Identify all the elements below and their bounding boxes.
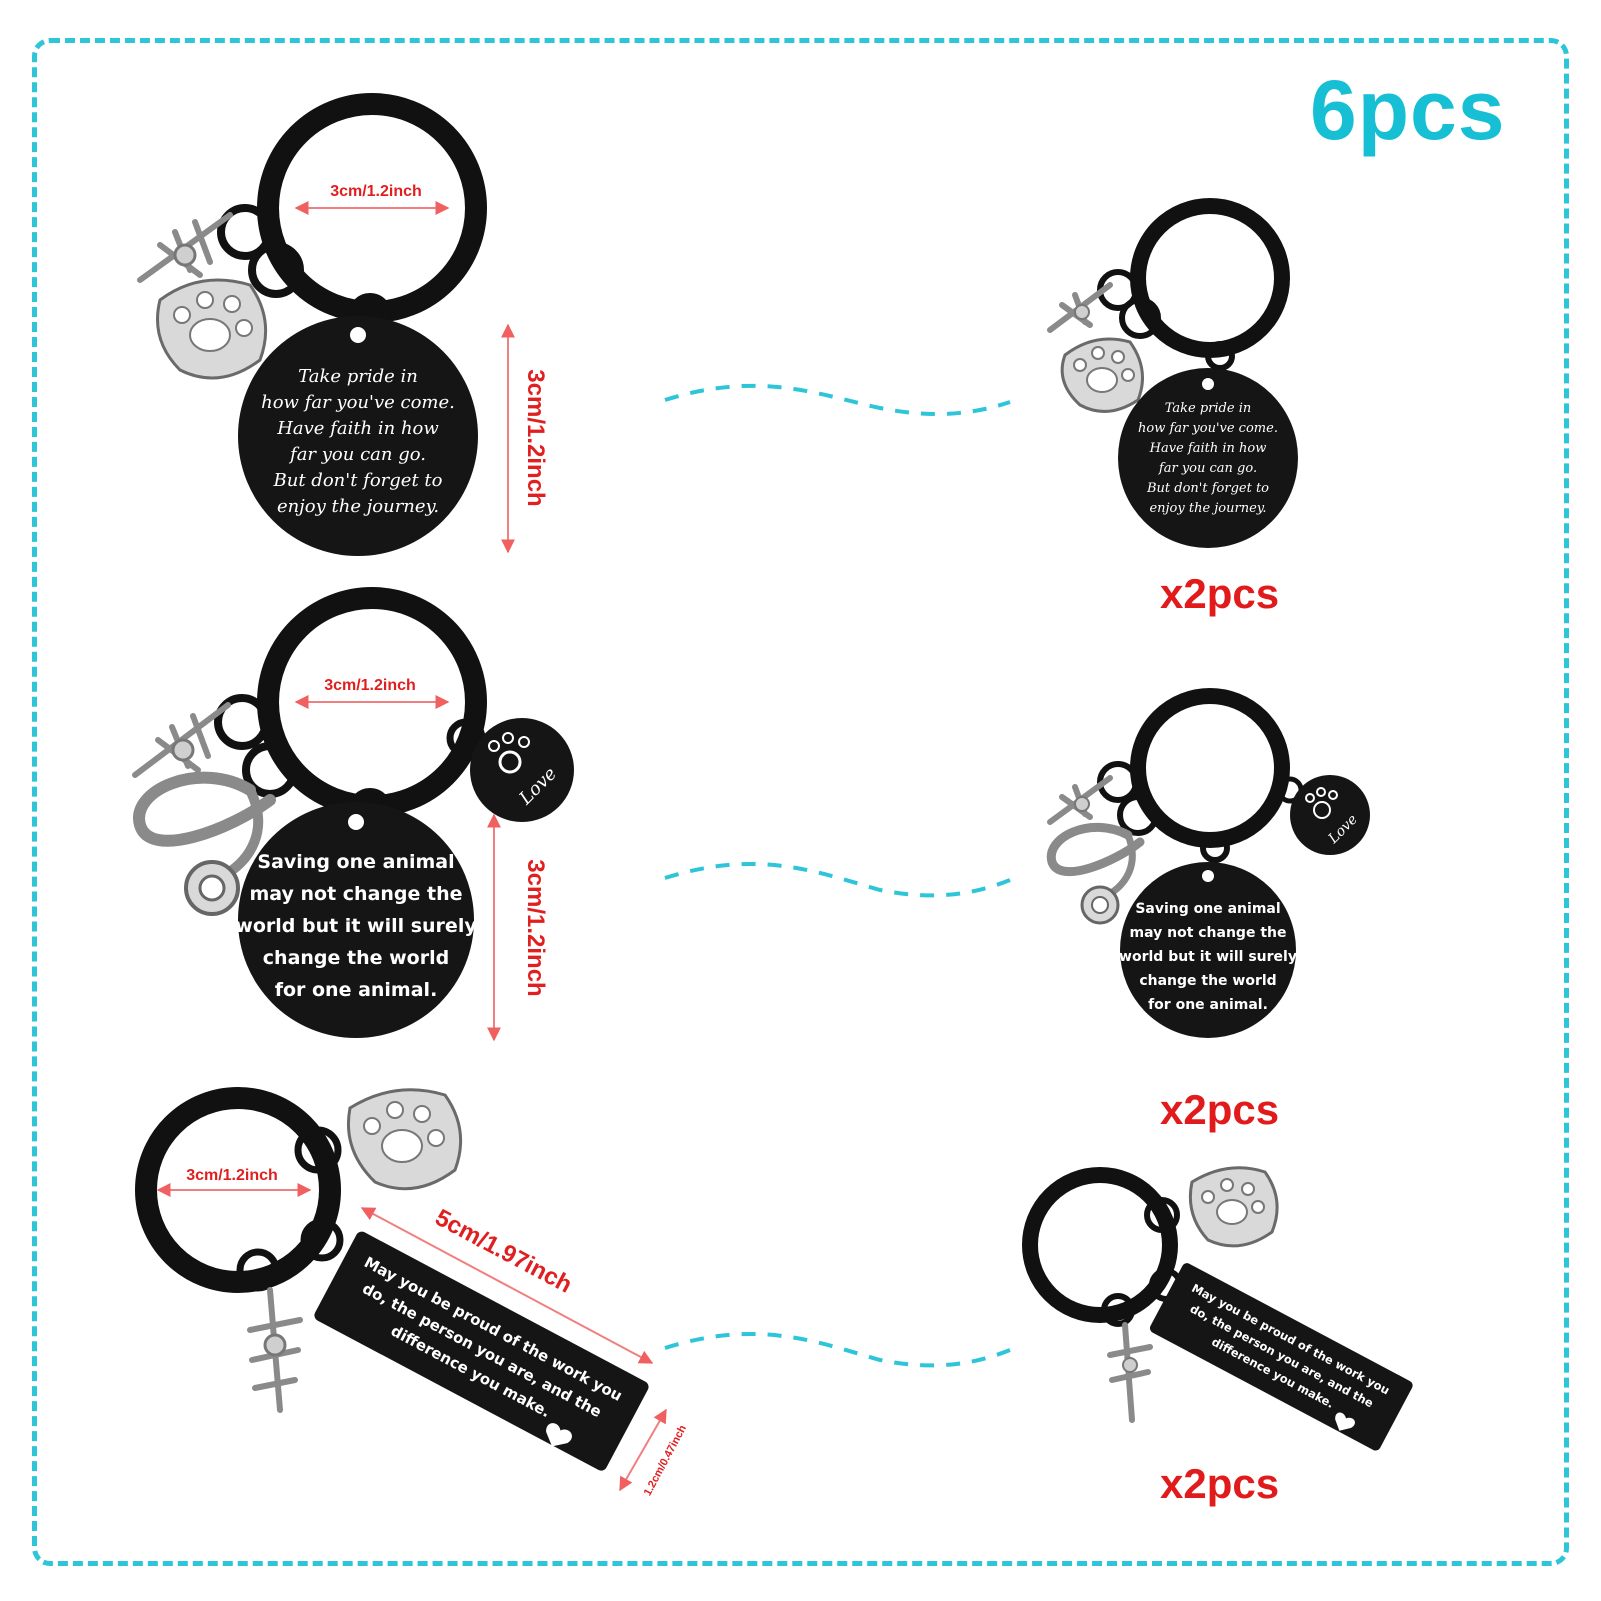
vet-caduceus-charm (137, 212, 233, 283)
paw-charm (156, 278, 268, 380)
tag-hole (350, 327, 366, 343)
jump-ring (1119, 297, 1161, 339)
keychain-2-large: Love Saving one animal may not change the… (132, 587, 574, 1042)
jump-ring (248, 242, 304, 298)
jump-ring (1200, 833, 1230, 863)
tag-engraving: Take pride in how far you've come. Have fa… (261, 366, 455, 517)
tag-text-line: may not change the (249, 883, 462, 905)
split-ring (1022, 1167, 1178, 1323)
tag-text-line: Take pride in (298, 366, 418, 387)
tag-text-line: may not change the (1130, 925, 1287, 941)
ring-size-label: 3cm/1.2inch (330, 183, 422, 200)
stethoscope-charm (133, 771, 276, 916)
tag-text-line: for one animal. (275, 979, 438, 1001)
round-tag (1118, 368, 1298, 548)
tag-text-line: Take pride in (1165, 401, 1252, 416)
connector-wave-2 (664, 862, 1011, 898)
jump-ring (300, 1218, 344, 1262)
jump-ring (1101, 1293, 1135, 1327)
round-tag (238, 802, 474, 1038)
keychain-1-large: Take pride in how far you've come. Have fa… (137, 93, 549, 556)
round-tag (1120, 862, 1296, 1038)
paw-charm (1188, 1166, 1279, 1248)
tag-text-line: Saving one animal (1135, 901, 1280, 917)
tag-text-line: But don't forget to (273, 470, 443, 491)
tag-text-line: for one animal. (1148, 997, 1268, 1013)
quantity-label-2: x2pcs (1160, 1086, 1280, 1133)
split-ring (257, 93, 487, 323)
tag-text-line: But don't forget to (1146, 481, 1269, 496)
paw-charm (1060, 337, 1144, 413)
vet-caduceus-charm (247, 1287, 303, 1413)
connector-wave-3 (664, 1332, 1011, 1368)
bar-length-arrow (360, 1207, 654, 1364)
tag-text-line: far you can go. (288, 444, 426, 465)
tag-size-label: 3cm/1.2inch (522, 369, 549, 506)
vet-caduceus-charm (1047, 282, 1113, 333)
love-paw-charm: Love (470, 718, 574, 822)
split-ring (1130, 688, 1290, 848)
tag-text-line: change the world (263, 947, 449, 969)
jump-ring (242, 742, 298, 798)
split-ring (135, 1087, 341, 1293)
tag-text-line: change the world (1139, 973, 1276, 989)
jump-ring (1144, 1197, 1180, 1233)
love-paw-charm: Love (1290, 775, 1370, 855)
tag-text-line: how far you've come. (261, 392, 455, 413)
keychain-2-small: Love Saving one animal may not change the… (1046, 688, 1370, 1038)
tag-text-line: Have faith in how (276, 418, 439, 439)
jump-ring (1205, 341, 1235, 371)
tag-hole (1202, 378, 1214, 390)
jump-ring (294, 1126, 342, 1174)
quantity-label-3: x2pcs (1160, 1460, 1280, 1507)
keychain-1-small: Take pride in how far you've come. Have fa… (1047, 198, 1298, 548)
tag-text-line: Have faith in how (1149, 441, 1267, 456)
stethoscope-charm (1046, 822, 1145, 925)
split-ring (1130, 198, 1290, 358)
jump-ring (214, 694, 270, 750)
ring-size-label: 3cm/1.2inch (186, 1167, 278, 1184)
vet-caduceus-charm (132, 702, 231, 778)
vet-caduceus-charm (1047, 775, 1113, 825)
tag-size-label: 3cm/1.2inch (522, 859, 549, 996)
vet-caduceus-charm (1107, 1322, 1153, 1423)
tag-text-line: Saving one animal (257, 851, 454, 873)
tag-text-line: world but it will surely (235, 915, 477, 937)
bar-width-label: 1.2cm/0.47inch (642, 1423, 689, 1498)
tag-text-line: how far you've come. (1138, 421, 1278, 436)
tag-text-line: far you can go. (1158, 461, 1257, 476)
tag-hole (1202, 870, 1214, 882)
tag-text-line: enjoy the journey. (277, 496, 439, 517)
tag-engraving: Saving one animal may not change the world… (235, 851, 477, 1001)
heart-icon (1335, 1412, 1355, 1431)
jump-ring (1117, 794, 1159, 836)
bar-width-arrow (619, 1408, 667, 1492)
jump-ring (217, 204, 273, 260)
ring-size-label: 3cm/1.2inch (324, 677, 416, 694)
quantity-label-1: x2pcs (1160, 570, 1280, 617)
tag-hole (348, 814, 364, 830)
tag-text-line: world but it will surely (1119, 949, 1297, 965)
round-tag (238, 316, 478, 556)
pieces-count-title: 6pcs (1310, 63, 1506, 157)
heart-icon (546, 1423, 572, 1447)
tag-engraving: Saving one animal may not change the world… (1119, 901, 1297, 1013)
tag-text-line: enjoy the journey. (1149, 501, 1266, 516)
dashed-frame (32, 38, 1569, 1566)
connector-wave-1 (664, 383, 1011, 416)
tag-engraving: Take pride in how far you've come. Have fa… (1138, 401, 1278, 516)
paw-charm (346, 1088, 463, 1191)
jump-ring (236, 1248, 280, 1292)
